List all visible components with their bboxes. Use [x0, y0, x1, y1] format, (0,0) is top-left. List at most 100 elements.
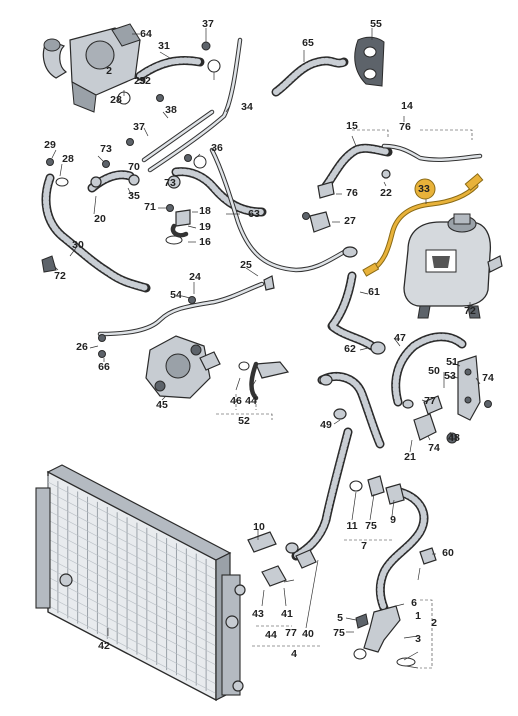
callout-label-33: 33 — [418, 183, 430, 195]
callout-label-45: 45 — [156, 399, 168, 411]
callout-label-50: 50 — [428, 365, 440, 377]
callout-label-61: 61 — [368, 286, 380, 298]
radiator-core-line — [47, 519, 217, 609]
callout-label-6: 6 — [411, 597, 417, 609]
callout-label-22: 22 — [380, 187, 392, 199]
callout-label-76: 76 — [346, 187, 358, 199]
callout-label-54: 54 — [170, 289, 182, 301]
flange-bracket — [457, 355, 481, 421]
radiator-core-line — [47, 586, 217, 675]
small-parts-upper — [41, 41, 492, 554]
leader-lines — [51, 28, 481, 669]
callout-label-53: 53 — [444, 370, 456, 382]
callout-label-63: 63 — [248, 208, 260, 220]
highlight-badge-22 — [414, 178, 436, 200]
callout-label-21: 21 — [404, 451, 416, 463]
pipes — [97, 37, 484, 337]
callout-label-51: 51 — [446, 356, 458, 368]
callout-label-44: 44 — [245, 395, 257, 407]
callout-label-16: 16 — [199, 236, 211, 248]
callout-label-36: 36 — [211, 142, 223, 154]
callout-label-3: 3 — [415, 633, 421, 645]
callout-label-48: 48 — [448, 432, 460, 444]
callout-label-2: 2 — [106, 65, 112, 77]
radiator-core-line — [47, 567, 217, 656]
callout-label-43: 43 — [252, 608, 264, 620]
callout-label-35: 35 — [128, 190, 140, 202]
callout-label-66: 66 — [98, 361, 110, 373]
radiator-core-line — [47, 481, 217, 571]
callout-label-70: 70 — [128, 161, 140, 173]
callout-label-65: 65 — [302, 37, 314, 49]
callout-label-75: 75 — [365, 520, 377, 532]
radiator-core-line — [47, 595, 217, 685]
hoses — [41, 56, 467, 613]
callout-label-75: 75 — [333, 627, 345, 639]
callout-label-46: 46 — [230, 395, 242, 407]
callout-label-7: 7 — [361, 540, 367, 552]
callout-label-74: 74 — [428, 442, 440, 454]
callout-label-1: 1 — [415, 610, 421, 622]
radiator-core-line — [47, 576, 217, 666]
thermostat-housing — [145, 335, 221, 399]
radiator-core-line — [47, 491, 217, 580]
callout-label-41: 41 — [281, 608, 293, 620]
fittings-9 — [349, 475, 405, 505]
radiator-core-line — [47, 538, 217, 628]
callout-label-72: 72 — [54, 270, 66, 282]
sensor-48 — [413, 395, 443, 441]
radiator-core-line — [47, 605, 217, 694]
callout-label-40: 40 — [302, 628, 314, 640]
fittings-1-7 — [353, 547, 437, 667]
callout-label-4: 4 — [291, 648, 297, 660]
callout-label-77: 77 — [424, 395, 436, 407]
callout-label-29: 29 — [134, 75, 146, 87]
callout-label-73: 73 — [100, 143, 112, 155]
callout-label-9: 9 — [390, 514, 396, 526]
callout-label-27: 27 — [344, 215, 356, 227]
callout-label-26: 26 — [76, 341, 88, 353]
callout-label-49: 49 — [320, 419, 332, 431]
callout-label-10: 10 — [253, 521, 265, 533]
callout-label-18: 18 — [199, 205, 211, 217]
callout-label-74: 74 — [482, 372, 494, 384]
callout-label-15: 15 — [346, 120, 358, 132]
callout-label-64: 64 — [140, 28, 152, 40]
callout-label-20: 20 — [94, 213, 106, 225]
radiator-core-line — [47, 500, 217, 590]
radiator-core-line — [47, 557, 217, 647]
bracket-55 — [354, 36, 385, 87]
callout-label-60: 60 — [442, 547, 454, 559]
callout-label-55: 55 — [370, 18, 382, 30]
callout-label-28: 28 — [62, 153, 74, 165]
callout-label-29: 29 — [44, 139, 56, 151]
expansion-tank — [403, 213, 503, 319]
callout-label-37: 37 — [133, 121, 145, 133]
callout-label-25: 25 — [240, 259, 252, 271]
callout-label-19: 19 — [199, 221, 211, 233]
callout-label-30: 30 — [72, 239, 84, 251]
callout-label-72: 72 — [464, 305, 476, 317]
radiator — [35, 464, 246, 702]
connector-45-46 — [238, 361, 290, 401]
auxiliary-pump — [42, 23, 141, 113]
callout-label-2: 2 — [431, 617, 437, 629]
callout-label-37: 37 — [202, 18, 214, 30]
callout-label-31: 31 — [158, 40, 170, 52]
radiator-core-line — [47, 529, 217, 618]
callout-label-42: 42 — [98, 640, 110, 652]
flanges-lower — [247, 531, 317, 587]
radiator-core-line — [47, 548, 217, 637]
callout-label-77: 77 — [285, 627, 297, 639]
callout-label-44: 44 — [265, 629, 277, 641]
callout-label-11: 11 — [346, 520, 357, 532]
callout-label-14: 14 — [401, 100, 413, 112]
callout-label-71: 71 — [144, 201, 156, 213]
radiator-core-line — [47, 510, 217, 599]
callout-label-73: 73 — [164, 177, 176, 189]
callout-label-34: 34 — [241, 101, 253, 113]
callout-label-52: 52 — [238, 415, 250, 427]
callout-label-47: 47 — [394, 332, 406, 344]
